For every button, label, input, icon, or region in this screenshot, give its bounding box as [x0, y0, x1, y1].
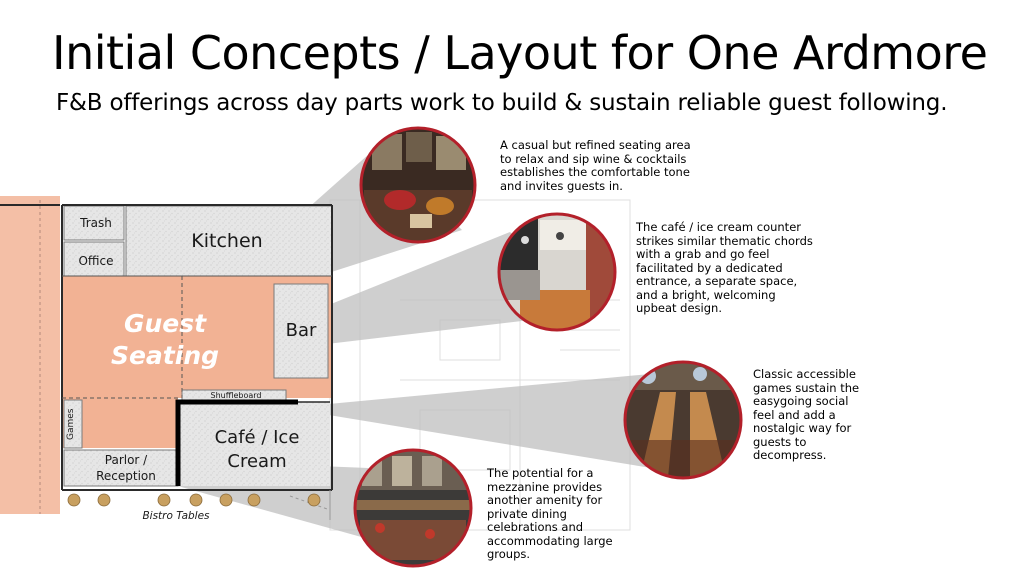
bistro-table-dots	[67, 493, 321, 507]
room-label-kitchen: Kitchen	[191, 230, 263, 252]
photo-games	[623, 360, 743, 480]
caption-mezzanine: The potential for a mezzanine provides a…	[487, 466, 613, 561]
room-label-office: Office	[78, 254, 114, 268]
photo-cafe	[497, 212, 617, 332]
room-label-bar: Bar	[285, 320, 317, 341]
photo-mezzanine	[353, 448, 473, 568]
room-label-cafe: Café / Ice Cream	[190, 426, 324, 474]
room-label-games: Games	[56, 404, 86, 448]
room-label-trash: Trash	[80, 216, 112, 230]
photo-seating	[359, 126, 477, 244]
caption-games: Classic accessible games sustain the eas…	[753, 367, 860, 462]
room-label-games-text: Games	[66, 408, 76, 440]
room-label-guest-seating: Guest Seating	[110, 309, 220, 370]
caption-seating: A casual but refined seating area to rel…	[500, 138, 691, 193]
room-label-parlor-line2: Reception	[96, 469, 156, 483]
main-plan	[0, 196, 333, 520]
room-label-parlor: Parlor / Reception	[76, 452, 176, 484]
page-subtitle: F&B offerings across day parts work to b…	[56, 90, 948, 116]
room-label-parlor-line1: Parlor /	[104, 453, 148, 467]
page-title: Initial Concepts / Layout for One Ardmor…	[52, 26, 988, 80]
room-label-shuffleboard: Shuffleboard	[210, 391, 262, 400]
room-label-cafe-line1: Café / Ice	[214, 427, 300, 448]
room-label-cafe-line2: Cream	[227, 451, 287, 472]
caption-cafe: The café / ice cream counter strikes sim…	[636, 220, 813, 315]
room-label-bistro-tables: Bistro Tables	[142, 510, 210, 522]
